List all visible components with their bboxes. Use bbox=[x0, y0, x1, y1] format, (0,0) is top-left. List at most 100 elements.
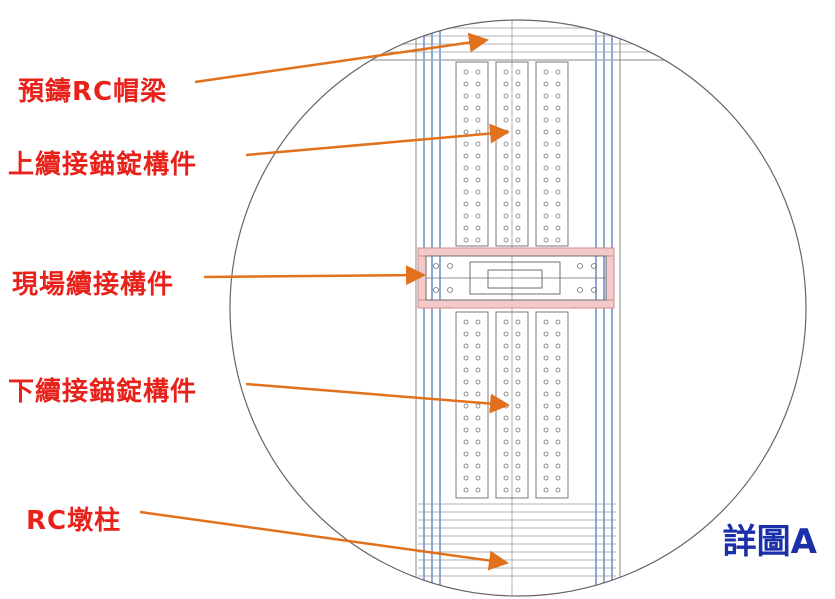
bolt-hole bbox=[515, 81, 521, 87]
bolt-hole bbox=[475, 319, 481, 325]
bolt-hole bbox=[515, 129, 521, 135]
bolt-hole bbox=[463, 165, 469, 171]
bolt-hole bbox=[463, 331, 469, 337]
detail-circle bbox=[229, 19, 807, 597]
bolt-hole bbox=[503, 463, 509, 469]
bolt-hole bbox=[503, 201, 509, 207]
splice-bolts bbox=[433, 263, 597, 293]
bolt-hole bbox=[555, 319, 561, 325]
bolt-hole bbox=[515, 415, 521, 421]
splice-side-right bbox=[605, 255, 615, 301]
bolt-hole bbox=[463, 129, 469, 135]
bolt-hole bbox=[463, 475, 469, 481]
bolt-hole bbox=[515, 379, 521, 385]
splice-plate-top bbox=[417, 247, 615, 257]
bolt-hole bbox=[463, 427, 469, 433]
bolt-hole bbox=[515, 367, 521, 373]
bolt-hole bbox=[475, 213, 481, 219]
bolt-hole bbox=[463, 391, 469, 397]
lower-anchor-plate bbox=[455, 311, 489, 499]
bolt-hole bbox=[555, 391, 561, 397]
bolt-hole bbox=[503, 391, 509, 397]
bolt-hole bbox=[475, 237, 481, 243]
bolt-hole bbox=[463, 105, 469, 111]
bolt-hole bbox=[503, 81, 509, 87]
bolt-hole bbox=[555, 237, 561, 243]
bolt-hole bbox=[555, 153, 561, 159]
bolt-hole bbox=[555, 355, 561, 361]
bolt-hole bbox=[503, 69, 509, 75]
bolt-hole bbox=[503, 141, 509, 147]
bolt-hole bbox=[475, 487, 481, 493]
bolt-hole bbox=[463, 81, 469, 87]
bolt-hole bbox=[543, 225, 549, 231]
bolt-hole bbox=[543, 463, 549, 469]
bolt-hole bbox=[555, 177, 561, 183]
bolt-hole bbox=[543, 201, 549, 207]
bolt-hole bbox=[503, 355, 509, 361]
bolt-hole bbox=[463, 355, 469, 361]
bolt-hole bbox=[543, 367, 549, 373]
detail-title: 詳圖A bbox=[722, 522, 817, 562]
bolt-hole bbox=[515, 93, 521, 99]
bolt-hole bbox=[503, 189, 509, 195]
bolt-hole bbox=[543, 105, 549, 111]
bolt-hole bbox=[555, 487, 561, 493]
bolt-hole bbox=[515, 177, 521, 183]
bolt-hole bbox=[503, 213, 509, 219]
bolt-hole bbox=[555, 189, 561, 195]
label-upper-anchor: 上續接錨錠構件 bbox=[8, 150, 198, 180]
bolt-hole bbox=[463, 177, 469, 183]
bolt-hole bbox=[543, 403, 549, 409]
bolt-hole bbox=[543, 415, 549, 421]
bolt-hole bbox=[475, 439, 481, 445]
bolt-hole bbox=[515, 355, 521, 361]
bolt-hole bbox=[503, 439, 509, 445]
bolt-hole bbox=[515, 141, 521, 147]
bolt-hole bbox=[503, 427, 509, 433]
bolt-hole bbox=[515, 69, 521, 75]
bolt-hole bbox=[463, 93, 469, 99]
bolt-hole bbox=[463, 439, 469, 445]
upper-anchor-plate bbox=[455, 61, 489, 247]
bolt-hole bbox=[543, 427, 549, 433]
arrow-lower-anchor bbox=[245, 382, 510, 414]
bolt-hole bbox=[515, 319, 521, 325]
bolt-hole bbox=[515, 201, 521, 207]
bolt-hole bbox=[463, 213, 469, 219]
bolt-hole bbox=[475, 451, 481, 457]
bolt-hole bbox=[555, 69, 561, 75]
bolt-hole bbox=[515, 153, 521, 159]
splice-bolt bbox=[591, 287, 597, 293]
bolt-hole bbox=[543, 69, 549, 75]
bolt-hole bbox=[555, 331, 561, 337]
bolt-hole bbox=[515, 487, 521, 493]
bolt-hole bbox=[515, 343, 521, 349]
bolt-hole bbox=[543, 343, 549, 349]
splice-plate-bottom bbox=[417, 299, 615, 309]
bolt-hole bbox=[463, 367, 469, 373]
bolt-hole bbox=[475, 463, 481, 469]
bolt-hole bbox=[555, 81, 561, 87]
bolt-hole bbox=[463, 451, 469, 457]
bolt-hole bbox=[475, 105, 481, 111]
upper-anchor-plate bbox=[495, 61, 529, 247]
bolt-hole bbox=[475, 379, 481, 385]
bolt-hole bbox=[463, 189, 469, 195]
bolt-hole bbox=[475, 81, 481, 87]
bolt-hole bbox=[463, 379, 469, 385]
field-splice-assembly bbox=[417, 247, 615, 309]
bolt-hole bbox=[475, 403, 481, 409]
bolt-hole bbox=[475, 93, 481, 99]
bolt-hole bbox=[503, 165, 509, 171]
bolt-hole bbox=[555, 379, 561, 385]
lower-anchor-plate bbox=[535, 311, 569, 499]
bolt-hole bbox=[543, 129, 549, 135]
bolt-hole bbox=[475, 189, 481, 195]
bolt-hole bbox=[515, 117, 521, 123]
bolt-hole bbox=[543, 81, 549, 87]
bolt-hole bbox=[463, 463, 469, 469]
bolt-hole bbox=[463, 319, 469, 325]
bolt-hole bbox=[475, 331, 481, 337]
bolt-hole bbox=[475, 69, 481, 75]
